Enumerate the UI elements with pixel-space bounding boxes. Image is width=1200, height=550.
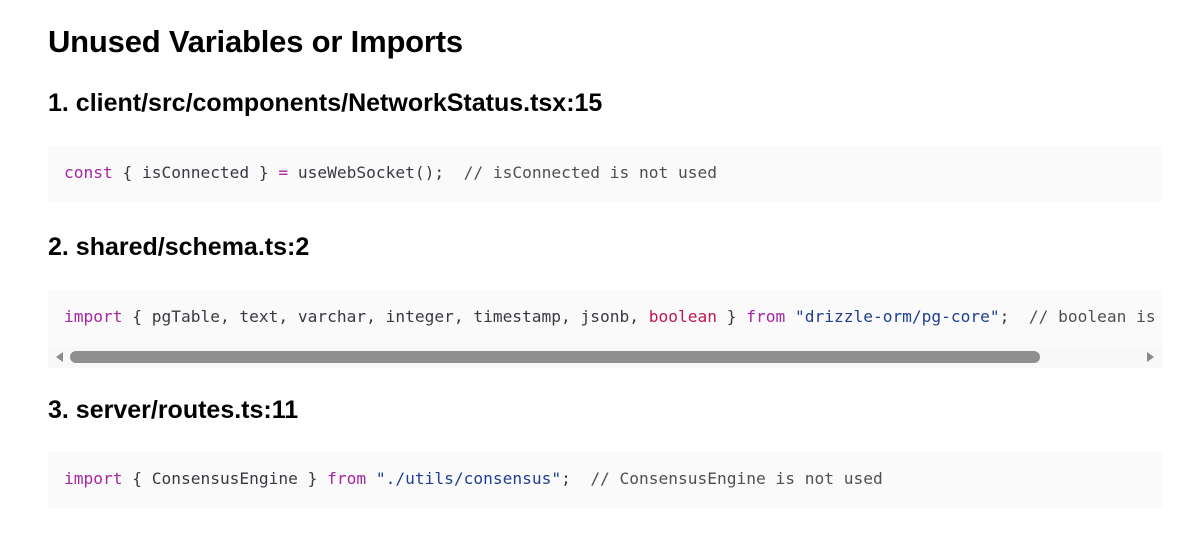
page-title: Unused Variables or Imports: [48, 24, 463, 59]
code-token-text: { ConsensusEngine }: [122, 469, 328, 488]
code-token-string: "drizzle-orm/pg-core": [794, 307, 1000, 326]
code-token-text: [366, 469, 376, 488]
section-heading-schema: 2. shared/schema.ts:2: [48, 233, 310, 261]
code-block-schema[interactable]: import { pgTable, text, varchar, integer…: [48, 290, 1162, 346]
code-block-routes[interactable]: import { ConsensusEngine } from "./utils…: [48, 452, 1162, 508]
code-line: import { ConsensusEngine } from "./utils…: [64, 469, 883, 489]
code-token-keyword: import: [64, 469, 123, 488]
code-token-comment: // ConsensusEngine is not used: [590, 469, 883, 488]
code-line: const { isConnected } = useWebSocket(); …: [64, 163, 717, 183]
code-token-text: }: [717, 307, 747, 326]
code-token-text: useWebSocket();: [288, 163, 464, 182]
code-token-text: ;: [561, 469, 591, 488]
code-token-text: ;: [999, 307, 1029, 326]
horizontal-scrollbar[interactable]: [48, 346, 1162, 368]
code-token-comment: // isConnected is not used: [463, 163, 717, 182]
code-token-keyword: from: [746, 307, 786, 326]
triangle-left-icon[interactable]: [56, 352, 63, 362]
code-token-comment: // boolean is not used: [1028, 307, 1156, 326]
code-token-keyword: const: [64, 163, 113, 182]
code-token-operator: =: [278, 163, 289, 182]
code-token-keyword: import: [64, 307, 123, 326]
code-token-text: { pgTable, text, varchar, integer, times…: [122, 307, 649, 326]
code-block-network-status[interactable]: const { isConnected } = useWebSocket(); …: [48, 146, 1162, 202]
code-line: import { pgTable, text, varchar, integer…: [64, 307, 1162, 327]
section-heading-routes: 3. server/routes.ts:11: [48, 396, 299, 424]
code-token-keyword: from: [327, 469, 367, 488]
code-token-literal: boolean: [648, 307, 717, 326]
code-token-text: [785, 307, 795, 326]
code-token-string: "./utils/consensus": [375, 469, 562, 488]
scrollbar-thumb[interactable]: [70, 351, 1040, 363]
triangle-right-icon[interactable]: [1147, 352, 1154, 362]
section-heading-network-status: 1. client/src/components/NetworkStatus.t…: [48, 89, 603, 117]
code-token-text: { isConnected }: [112, 163, 279, 182]
